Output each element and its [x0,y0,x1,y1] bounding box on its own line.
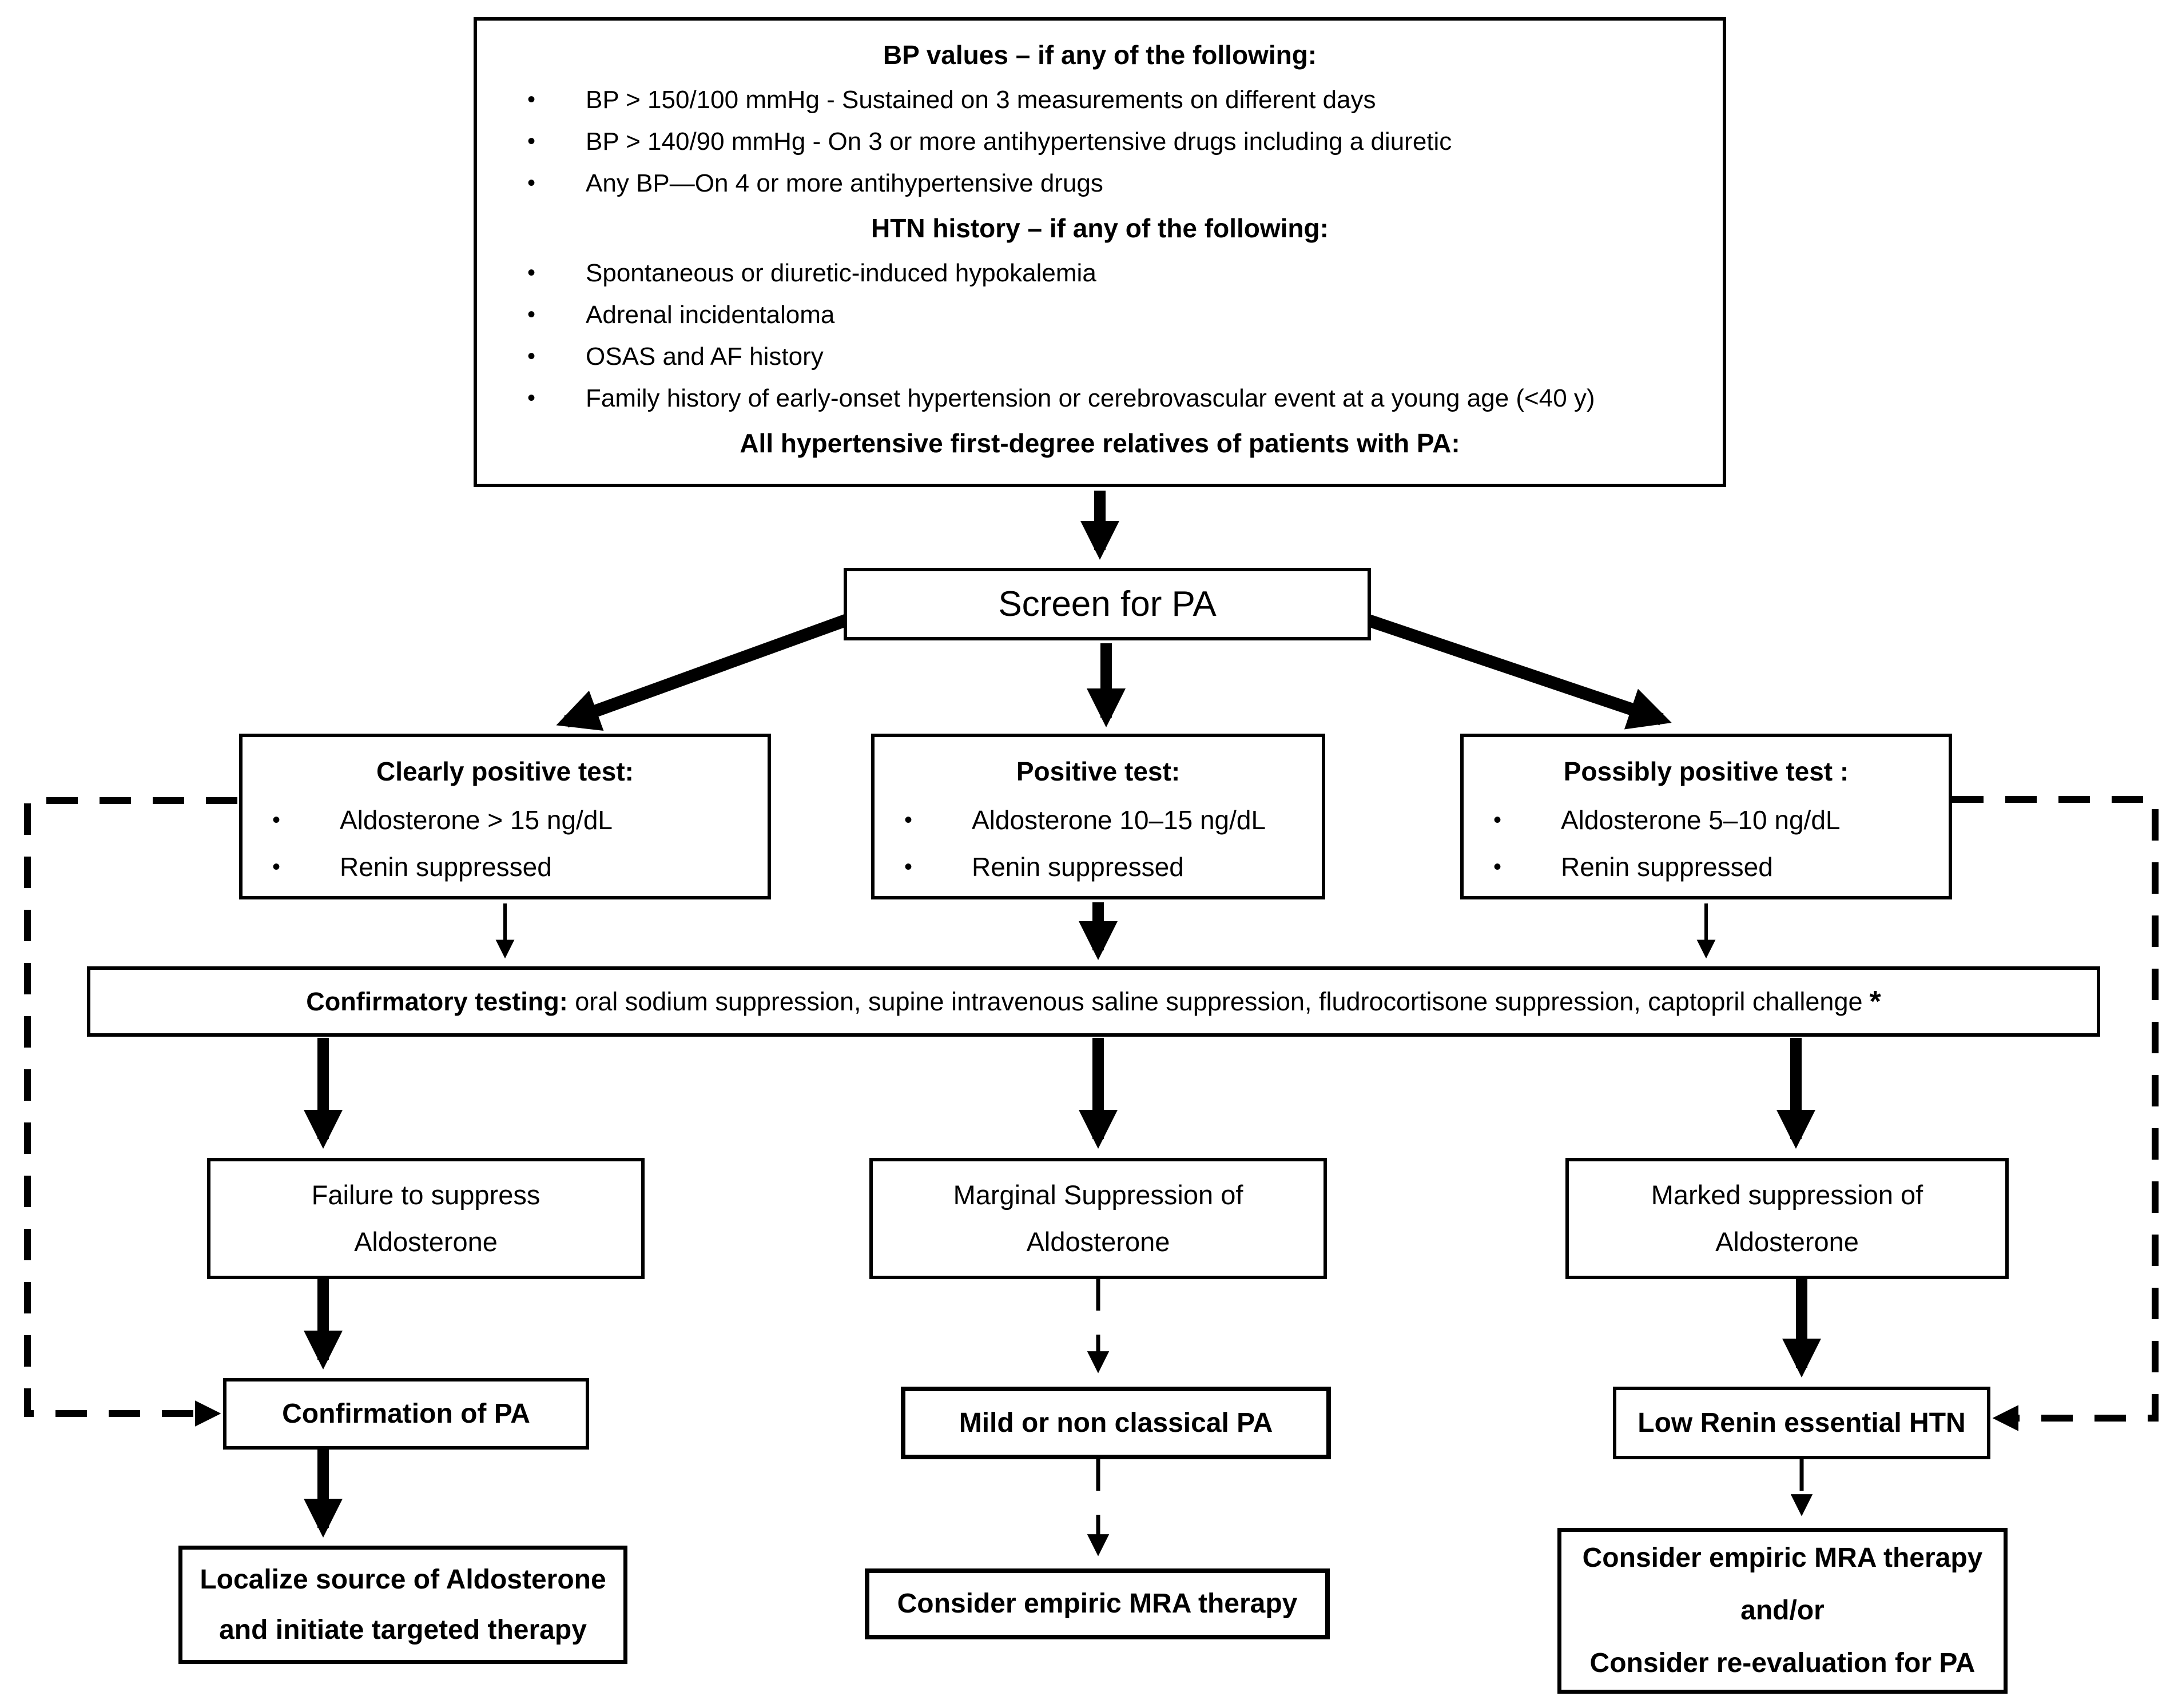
result-line: Marginal Suppression of [953,1180,1243,1210]
diagnosis-label: Confirmation of PA [282,1399,530,1429]
test-title: Possibly positive test : [1563,757,1849,786]
htn-item: OSAS and AF history [500,336,1700,377]
result-line: Failure to suppress [311,1180,540,1210]
test-box-possibly-positive: Possibly positive test : Aldosterone 5–1… [1460,734,1952,899]
test-item: Aldosterone > 15 ng/dL [243,797,768,843]
diagnosis-box-low-renin-essential-htn: Low Renin essential HTN [1613,1387,1990,1459]
diagnosis-box-mild-or-nonclassical-pa: Mild or non classical PA [901,1387,1331,1459]
diagnosis-box-confirmation-of-pa: Confirmation of PA [223,1378,589,1450]
action-line: and initiate targeted therapy [219,1614,587,1645]
arrow-screen-to-clearly-positive [556,611,856,731]
confirmatory-text: oral sodium suppression, supine intraven… [567,986,1863,1016]
result-line: Aldosterone [354,1227,498,1257]
action-line: and/or [1740,1595,1825,1626]
test-box-positive: Positive test: Aldosterone 10–15 ng/dL R… [871,734,1325,899]
confirmatory-lead: Confirmatory testing: [306,986,568,1016]
screen-for-pa-label: Screen for PA [998,584,1217,624]
result-line: Aldosterone [1026,1227,1170,1257]
action-box-localize-source: Localize source of Aldosterone and initi… [178,1546,627,1664]
result-line: Marked suppression of [1651,1180,1923,1210]
arrow-screen-to-possibly-positive [1358,611,1672,730]
htn-item: Family history of early-onset hypertensi… [500,377,1700,419]
test-item: Aldosterone 10–15 ng/dL [875,797,1322,843]
htn-history-header: HTN history – if any of the following: [871,213,1329,243]
screen-for-pa-box: Screen for PA [844,568,1371,640]
action-line: Localize source of Aldosterone [200,1564,606,1595]
confirmatory-testing-bar: Confirmatory testing: oral sodium suppre… [87,966,2100,1037]
confirmatory-asterisk: * [1869,985,1881,1018]
bp-values-header: BP values – if any of the following: [883,40,1317,70]
criteria-footer: All hypertensive first-degree relatives … [740,428,1460,458]
result-box-marginal-suppression: Marginal Suppression of Aldosterone [869,1158,1327,1279]
htn-item: Adrenal incidentaloma [500,294,1700,336]
test-item: Renin suppressed [1464,843,1949,890]
diagnosis-label: Mild or non classical PA [959,1408,1273,1438]
test-item: Renin suppressed [243,843,768,890]
diagnosis-label: Low Renin essential HTN [1638,1408,1966,1438]
action-box-empiric-mra-therapy: Consider empiric MRA therapy [865,1568,1330,1639]
action-line: Consider empiric MRA therapy [897,1588,1298,1619]
bp-item: BP > 140/90 mmHg - On 3 or more antihype… [500,121,1700,162]
test-title: Positive test: [1016,757,1181,786]
htn-item: Spontaneous or diuretic-induced hypokale… [500,252,1700,294]
screening-criteria-box: BP values – if any of the following: BP … [474,17,1726,487]
action-line: Consider re-evaluation for PA [1589,1648,1976,1678]
result-box-marked-suppression: Marked suppression of Aldosterone [1565,1158,2009,1279]
test-title: Clearly positive test: [376,757,634,786]
bp-item: BP > 150/100 mmHg - Sustained on 3 measu… [500,79,1700,121]
action-line: Consider empiric MRA therapy [1582,1543,1983,1573]
test-box-clearly-positive: Clearly positive test: Aldosterone > 15 … [239,734,771,899]
test-item: Aldosterone 5–10 ng/dL [1464,797,1949,843]
test-item: Renin suppressed [875,843,1322,890]
dashed-bypass-possibly-to-low-renin [1952,796,2159,1431]
result-line: Aldosterone [1715,1227,1859,1257]
action-box-mra-or-reevaluation: Consider empiric MRA therapy and/or Cons… [1557,1528,2008,1694]
dashed-bypass-clearly-to-confirmation [24,797,237,1427]
bp-item: Any BP—On 4 or more antihypertensive dru… [500,162,1700,204]
result-box-failure-to-suppress: Failure to suppress Aldosterone [207,1158,645,1279]
